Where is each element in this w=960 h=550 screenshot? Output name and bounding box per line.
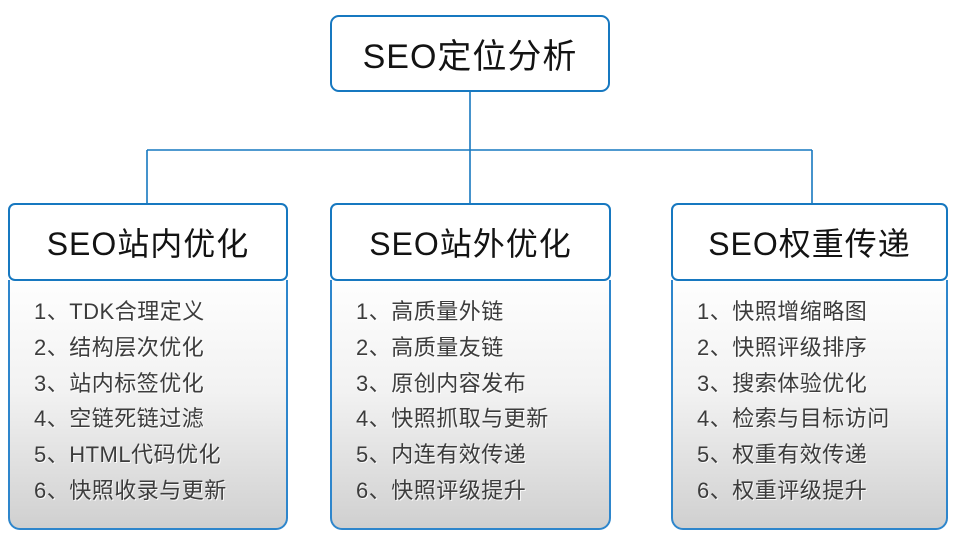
root-node-title: SEO定位分析 [362,38,578,76]
list-item: 2、结构层次优化 [34,334,205,360]
item-list: 1、快照增缩略图 2、快照评级排序 3、搜索体验优化 4、检索与目标访问 5、权重有效传… [697,294,938,509]
list-item: 1、TDK合理定义 [34,299,205,324]
list-item: 2、高质量友链 [356,334,504,360]
branch-list-weight: 1、快照增缩略图 2、快照评级排序 3、搜索体验优化 4、检索与目标访问 5、权重有效传… [671,280,948,530]
branch-onsite-optimization: SEO站内优化 1、TDK合理定义 2、结构层次优化 3、站内标签优化 4、空链死链过… [8,203,288,530]
list-item: 5、内连有效传递 [356,442,527,468]
branch-title: SEO权重传递 [708,226,911,262]
list-item: 6、权重评级提升 [697,477,868,503]
list-item: 3、站内标签优化 [34,370,205,396]
list-item: 1、快照增缩略图 [697,299,868,324]
list-item: 3、搜索体验优化 [697,370,868,396]
list-item: 6、快照收录与更新 [34,477,227,503]
branch-list-onsite: 1、TDK合理定义 2、结构层次优化 3、站内标签优化 4、空链死链过滤 5、HTML代… [8,280,288,530]
list-item: 2、快照评级排序 [697,334,868,360]
branch-header-onsite: SEO站内优化 [8,203,288,281]
list-item: 6、快照评级提升 [356,477,527,503]
branch-header-offsite: SEO站外优化 [330,203,611,281]
branch-title: SEO站内优化 [46,226,250,262]
branch-header-weight: SEO权重传递 [671,203,948,281]
list-item: 4、检索与目标访问 [697,406,890,432]
branch-list-offsite: 1、高质量外链 2、高质量友链 3、原创内容发布 4、快照抓取与更新 5、内连有效传递 6… [330,280,611,530]
root-node-seo-positioning: SEO定位分析 [330,15,610,92]
item-list: 1、TDK合理定义 2、结构层次优化 3、站内标签优化 4、空链死链过滤 5、HTML代… [34,294,278,509]
list-item: 4、空链死链过滤 [34,406,205,432]
list-item: 4、快照抓取与更新 [356,406,549,432]
item-list: 1、高质量外链 2、高质量友链 3、原创内容发布 4、快照抓取与更新 5、内连有效传递 6… [356,294,601,509]
branch-title: SEO站外优化 [369,226,572,262]
branch-offsite-optimization: SEO站外优化 1、高质量外链 2、高质量友链 3、原创内容发布 4、快照抓取与更新 5… [330,203,611,530]
list-item: 3、原创内容发布 [356,370,527,396]
list-item: 5、权重有效传递 [697,442,868,468]
branch-weight-transfer: SEO权重传递 1、快照增缩略图 2、快照评级排序 3、搜索体验优化 4、检索与目标访… [671,203,948,530]
list-item: 1、高质量外链 [356,299,504,324]
list-item: 5、HTML代码优化 [34,442,222,468]
